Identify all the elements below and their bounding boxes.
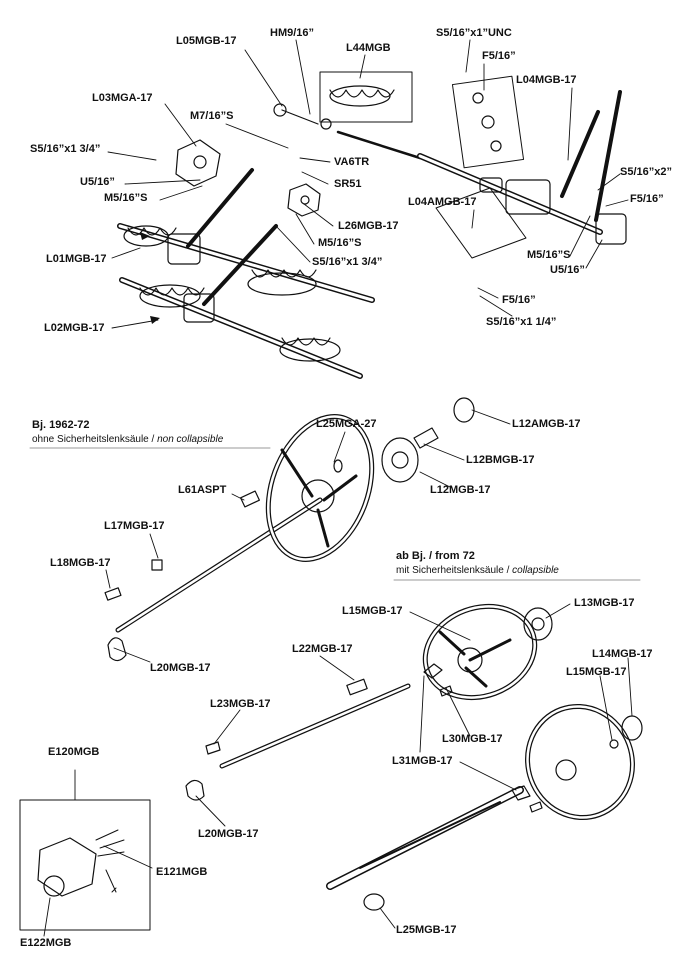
part-label: VA6TR: [334, 156, 370, 168]
tie-rod-and-gaiter-drawing: [273, 71, 422, 160]
ignition-switch-drawing: [19, 799, 151, 931]
collapsible-column-drawing: [185, 603, 643, 911]
part-label: F5/16”: [630, 193, 664, 205]
part-label: SR51: [334, 178, 362, 190]
part-label: L30MGB-17: [442, 733, 503, 745]
part-label: L04AMGB-17: [408, 196, 477, 208]
subtitle-separator: /: [148, 434, 158, 445]
part-label: L25MGB-17: [396, 924, 457, 936]
part-label: U5/16”: [550, 264, 585, 276]
steering-rack-lower-drawing: [119, 224, 363, 379]
pinion-housing-drawing: [417, 75, 627, 259]
part-label: M5/16”S: [527, 249, 571, 261]
noncollapsible-column-drawing: [104, 397, 475, 662]
subtitle-de: ohne Sicherheitslenksäule: [32, 434, 149, 445]
part-label: S5/16”x1 3/4”: [30, 143, 101, 155]
part-label: L17MGB-17: [104, 520, 165, 532]
part-label: L14MGB-17: [592, 648, 653, 660]
part-label: L20MGB-17: [150, 662, 211, 674]
part-label: S5/16”x1 1/4”: [486, 316, 557, 328]
part-label: L15MGB-17: [566, 666, 627, 678]
part-label: M5/16”S: [318, 237, 362, 249]
part-label: F5/16”: [482, 50, 516, 62]
part-label: S5/16”x1 3/4”: [312, 256, 383, 268]
section-subtitle-noncollapsible: ohne Sicherheitslenksäule / non collapsi…: [32, 434, 223, 445]
subtitle-separator: /: [503, 565, 513, 576]
part-label: L04MGB-17: [516, 74, 577, 86]
subtitle-de: mit Sicherheitslenksäule: [396, 565, 504, 576]
part-label: L05MGB-17: [176, 35, 237, 47]
part-label: L25MGA-27: [316, 418, 377, 430]
part-label: E121MGB: [156, 866, 208, 878]
subtitle-en: collapsible: [512, 565, 559, 576]
part-label: L01MGB-17: [46, 253, 107, 265]
part-label: L12AMGB-17: [512, 418, 581, 430]
part-label: L31MGB-17: [392, 755, 453, 767]
universal-joint-drawing: [175, 139, 321, 217]
leader-lines: [43, 39, 633, 937]
leader-arrows: [140, 232, 160, 324]
part-label: M5/16”S: [104, 192, 148, 204]
part-label: HM9/16”: [270, 27, 315, 39]
part-label: L23MGB-17: [210, 698, 271, 710]
part-label: L20MGB-17: [198, 828, 259, 840]
part-label: E120MGB: [48, 746, 100, 758]
section-subtitle-collapsible: mit Sicherheitslenksäule / collapsible: [396, 565, 559, 576]
part-label: F5/16”: [502, 294, 536, 306]
part-label: U5/16”: [80, 176, 115, 188]
subtitle-en: non collapsible: [157, 434, 224, 445]
part-label: L15MGB-17: [342, 605, 403, 617]
part-label: L44MGB: [346, 42, 391, 54]
part-label: L12MGB-17: [430, 484, 491, 496]
part-label: L22MGB-17: [292, 643, 353, 655]
part-label: M7/16”S: [190, 110, 234, 122]
part-label: L13MGB-17: [574, 597, 635, 609]
steering-rack-upper-drawing: [117, 168, 375, 303]
part-label: S5/16”x2”: [620, 166, 672, 178]
part-label: L02MGB-17: [44, 322, 105, 334]
part-label: E122MGB: [20, 937, 72, 949]
section-title-collapsible: ab Bj. / from 72: [396, 550, 475, 562]
part-label: L12BMGB-17: [466, 454, 535, 466]
part-label: L26MGB-17: [338, 220, 399, 232]
part-label: L18MGB-17: [50, 557, 111, 569]
section-title-noncollapsible: Bj. 1962-72: [32, 419, 90, 431]
part-label: S5/16”x1”UNC: [436, 27, 512, 39]
part-label: L03MGA-17: [92, 92, 153, 104]
part-label: L61ASPT: [178, 484, 227, 496]
